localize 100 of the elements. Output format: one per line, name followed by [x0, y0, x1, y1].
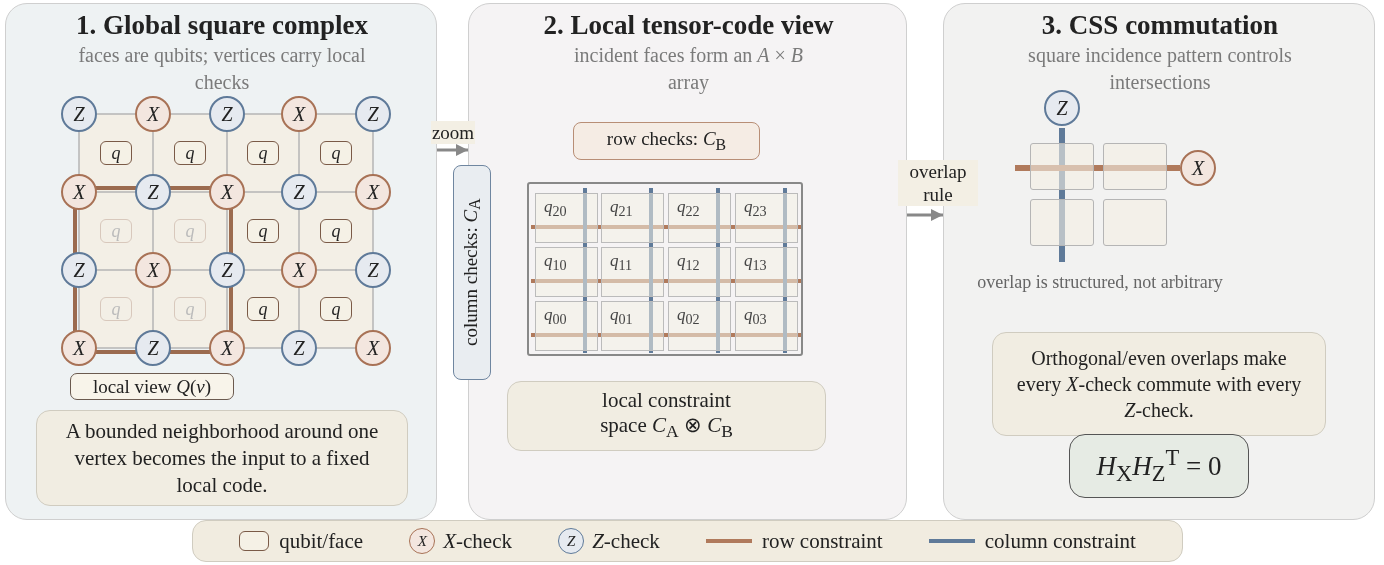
grid-line: [372, 209, 374, 253]
qubit-face: q: [247, 219, 279, 243]
x-check-vertex: X: [281, 96, 317, 132]
face-square: [1030, 199, 1094, 246]
z-check-circle: Z: [558, 528, 585, 554]
z-check-vertex: Z: [1044, 90, 1080, 126]
z-check-vertex: Z: [355, 252, 391, 288]
column-constraint-bar: [783, 188, 787, 353]
grid-line: [152, 209, 154, 253]
face-square: [1103, 143, 1167, 190]
grid-line: [244, 347, 282, 349]
panel-heading: 3. CSS commutation: [1040, 10, 1280, 41]
qubit-face: q: [320, 219, 352, 243]
note-card: Orthogonal/even overlaps make every X-check commute with every Z-check.: [992, 332, 1326, 436]
legend-text: row constraint: [761, 528, 883, 554]
tensor-array-frame: [527, 182, 803, 356]
qubit-face: q: [320, 297, 352, 321]
z-check-vertex: Z: [61, 252, 97, 288]
qubit-cell: q$_{03}$: [735, 301, 798, 351]
qubit-face: q: [320, 141, 352, 165]
qubit-cell: q$_{12}$: [668, 247, 731, 297]
panel-subtitle: faces are qubits; vertices carry local checks: [77, 43, 367, 95]
grid-line: [298, 131, 300, 175]
panel-heading: 1. Global square complex: [75, 10, 369, 41]
row-constraint-bar: [531, 225, 801, 229]
grid-line: [96, 269, 136, 271]
grid-line: [78, 287, 80, 331]
column-constraint-bar: [583, 188, 587, 353]
panel-subtitle: incident faces form an A × B array: [573, 43, 804, 96]
grid-line: [316, 191, 356, 193]
grid-line: [152, 287, 154, 331]
qubit-face: q: [247, 141, 279, 165]
grid-line: [316, 113, 356, 115]
grid-line: [372, 287, 374, 331]
qubit-cell: q$_{22}$: [668, 193, 731, 243]
qubit-face: q: [247, 297, 279, 321]
qubit-cell: q$_{00}$: [535, 301, 598, 351]
x-check-circle: X: [409, 528, 436, 554]
x-check-vertex: X: [61, 174, 97, 210]
grid-line: [372, 131, 374, 175]
qubit-face: q: [174, 141, 206, 165]
x-check-vertex: X: [61, 330, 97, 366]
z-check-vertex: Z: [61, 96, 97, 132]
column-constraint-bar: [716, 188, 720, 353]
panel-heading: 2. Local tensor-code view: [542, 10, 835, 41]
legend-text: qubit/face: [279, 528, 364, 554]
qubit-cell: q$_{23}$: [735, 193, 798, 243]
grid-line: [226, 209, 228, 253]
grid-line: [170, 191, 210, 193]
arrow: [907, 209, 943, 221]
grid-line: [152, 131, 154, 175]
row-checks-tag: row checks: C$_{B}$: [573, 122, 760, 160]
row-constraint-bar: [531, 333, 801, 337]
z-check-vertex: Z: [281, 330, 317, 366]
grid-line: [170, 269, 210, 271]
grid-line: [298, 209, 300, 253]
grid-line: [226, 131, 228, 175]
face-square: [1103, 199, 1167, 246]
grid-line: [244, 191, 282, 193]
callout-label: local view Q(v): [70, 373, 234, 400]
qubit-cell: q$_{02}$: [668, 301, 731, 351]
note-card: local constraint space C$_{A}$ ⊗ C$_{B}$: [507, 381, 826, 451]
qubit-cell: q$_{21}$: [601, 193, 664, 243]
z-check-vertex: Z: [355, 96, 391, 132]
x-check-vertex: X: [209, 330, 245, 366]
arrow: [437, 144, 468, 156]
edge-label: zoom: [431, 121, 475, 144]
grid-line: [170, 113, 210, 115]
equation-card: H$_{X}$H$_{Z}$$^{T}$ = 0: [1069, 434, 1249, 498]
x-check-vertex: X: [1180, 150, 1216, 186]
qubit-cell: q$_{13}$: [735, 247, 798, 297]
note-text: overlap is structured, not arbitrary: [976, 272, 1224, 293]
z-check-vertex: Z: [135, 330, 171, 366]
grid-line: [244, 269, 282, 271]
legend-text: column constraint: [984, 528, 1136, 554]
legend-text: Z-check: [592, 528, 660, 554]
x-check-vertex: X: [355, 174, 391, 210]
grid-line: [96, 191, 136, 193]
note-card: A bounded neighborhood around one vertex becomes the input to a fixed local code.: [36, 410, 408, 506]
qubit-cell: q$_{10}$: [535, 247, 598, 297]
grid-line: [170, 347, 210, 349]
grid-line: [96, 347, 136, 349]
grid-line: [316, 347, 356, 349]
edge-label: overlap rule: [898, 160, 978, 206]
grid-line: [96, 113, 136, 115]
column-constraint-bar: [649, 188, 653, 353]
column-constraint-bar: [1059, 128, 1065, 262]
grid-line: [78, 131, 80, 175]
face-square: [1030, 143, 1094, 190]
legend-text: X-check: [443, 528, 512, 554]
qubit-cell: q$_{01}$: [601, 301, 664, 351]
qubit-cell: q$_{11}$: [601, 247, 664, 297]
grid-line: [298, 287, 300, 331]
grid-line: [78, 209, 80, 253]
x-check-vertex: X: [355, 330, 391, 366]
grid-line: [226, 287, 228, 331]
z-check-vertex: Z: [209, 96, 245, 132]
x-check-vertex: X: [135, 96, 171, 132]
qubit-face: q: [100, 141, 132, 165]
row-constraint-bar: [1015, 165, 1180, 171]
